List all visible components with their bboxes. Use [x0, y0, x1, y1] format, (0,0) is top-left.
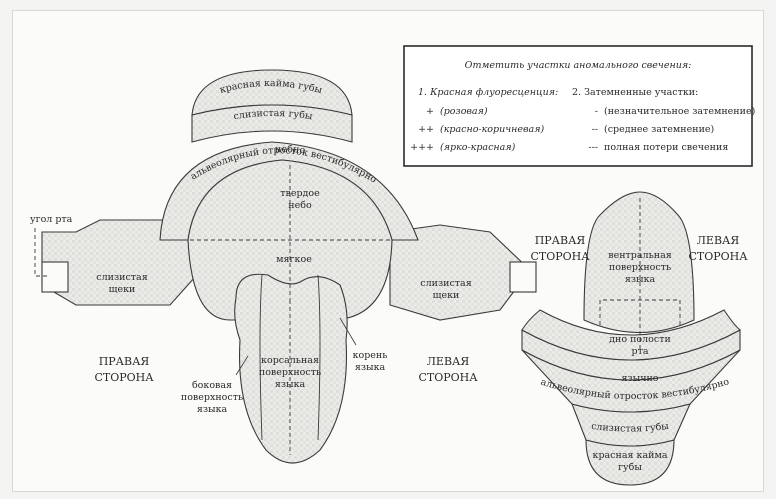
label-palatal: небно [275, 144, 306, 156]
label-tongue-root-2: языка [355, 362, 386, 373]
label-ventral-tongue-2: поверхность [609, 262, 671, 273]
label-r-right-side-2: СТОРОНА [530, 250, 590, 263]
label-lateral-tongue-3: языка [197, 404, 228, 415]
label-lateral-tongue-1: боковая [192, 380, 232, 391]
label-lateral-tongue-2: поверхность [181, 392, 243, 403]
label-ventral-tongue-3: языка [625, 274, 656, 285]
label-tongue-root-1: корень [353, 350, 388, 361]
label-dorsal-tongue-1: корсальная [261, 355, 319, 366]
label-r-red-border-1: красная кайма [593, 450, 668, 461]
legend-fluor-text-2: (красно-коричневая) [440, 124, 544, 135]
label-cheek-left-1: слизистая [420, 278, 471, 289]
label-soft-palate: мягкое [276, 254, 312, 265]
legend-fluor-text-1: (розовая) [440, 106, 488, 117]
label-r-left-side-1: ЛЕВАЯ [697, 234, 740, 247]
label-left-side-1: ЛЕВАЯ [427, 355, 470, 368]
legend-dark-text-2: (среднее затемнение) [604, 124, 714, 135]
label-mouth-floor-1: дно полости [609, 334, 671, 345]
label-mouth-corner: угол рта [30, 214, 73, 225]
legend-fluor-sym-3: +++ [410, 142, 434, 153]
label-hard-palate-1: твердое [280, 188, 320, 199]
mouth-corner-left-notch [510, 262, 536, 292]
label-r-red-border-2: губы [618, 462, 642, 473]
label-hard-palate-2: небо [288, 200, 312, 211]
label-cheek-left-2: щеки [433, 290, 460, 301]
label-lingual: язычно [621, 373, 658, 384]
legend-dark-sym-2: -- [592, 124, 598, 135]
legend-fluor-sym-1: + [426, 106, 434, 117]
legend-fluor-text-3: (ярко-красная) [440, 142, 516, 153]
label-mouth-floor-2: рта [631, 346, 648, 357]
mouth-corner-right-notch [42, 262, 68, 292]
label-ventral-tongue-1: вентральная [608, 250, 672, 261]
label-cheek-right-1: слизистая [96, 272, 147, 283]
legend-fluor-header: 1. Красная флуоресценция: [418, 87, 558, 98]
legend-dark-sym-3: --- [588, 142, 598, 153]
label-right-side-1: ПРАВАЯ [99, 355, 150, 368]
label-dorsal-tongue-3: языка [275, 379, 306, 390]
label-dorsal-tongue-2: поверхность [259, 367, 321, 378]
label-right-side-2: СТОРОНА [94, 371, 154, 384]
label-r-left-side-2: СТОРОНА [688, 250, 748, 263]
legend-fluor-sym-2: ++ [418, 124, 434, 135]
legend-dark-text-1: (незначительное затемнение) [604, 106, 755, 117]
label-left-side-2: СТОРОНА [418, 371, 478, 384]
legend-title: Отметить участки аномального свечения: [465, 60, 692, 71]
legend-box: Отметить участки аномального свечения: 1… [404, 46, 755, 166]
legend-dark-text-3: полная потери свечения [604, 142, 728, 153]
label-r-right-side-1: ПРАВАЯ [535, 234, 586, 247]
label-cheek-right-2: щеки [109, 284, 136, 295]
legend-dark-sym-1: - [595, 106, 598, 117]
legend-dark-header: 2. Затемненные участки: [572, 87, 698, 98]
